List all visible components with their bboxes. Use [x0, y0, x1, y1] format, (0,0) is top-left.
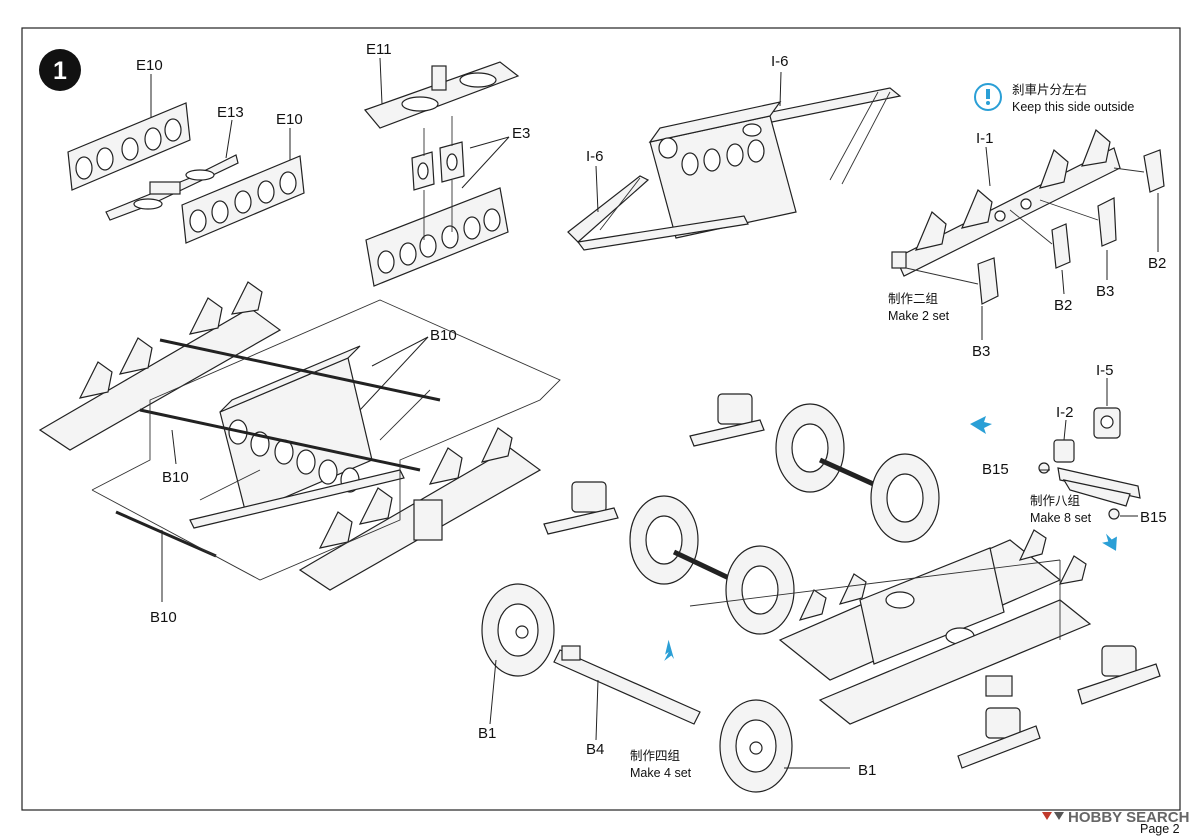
part-b4-axle — [553, 645, 701, 725]
footer-page-number: Page 2 — [1140, 822, 1180, 836]
i1-brake-subassembly: 刹車片分左右 Keep this side outside — [888, 82, 1166, 360]
label-e3: E3 — [512, 125, 530, 142]
label-i1: I-1 — [976, 130, 994, 147]
part-b3-shoe-right — [1097, 197, 1117, 247]
note-make2-en: Make 2 set — [888, 309, 950, 323]
part-i5 — [1093, 407, 1121, 439]
part-b2-shoe-right — [1143, 149, 1165, 193]
assembly-arrow — [664, 639, 675, 661]
part-frame-body-i — [648, 101, 797, 239]
note-make8-cn: 制作八组 — [1030, 493, 1080, 508]
part-i6-top — [740, 87, 902, 185]
part-e3-left — [411, 151, 435, 191]
part-i6-left — [567, 175, 749, 251]
axle-box-front-right — [957, 707, 1041, 769]
label-i2: I-2 — [1056, 404, 1074, 421]
note-keep-outside-en: Keep this side outside — [1012, 100, 1134, 114]
note-make4-cn: 制作四组 — [630, 748, 680, 763]
label-e11: E11 — [366, 41, 392, 58]
note-make4-en: Make 4 set — [630, 766, 692, 780]
label-i6-left: I-6 — [586, 148, 604, 165]
label-b10-mid: B10 — [162, 469, 189, 486]
label-i6-top: I-6 — [771, 53, 789, 70]
note-make8-en: Make 8 set — [1030, 511, 1092, 525]
leaf-spring-subassembly: I-5 I-2 B15 B15 制作八组 Make 8 set — [982, 362, 1167, 526]
label-i5: I-5 — [1096, 362, 1114, 379]
label-e13: E13 — [217, 104, 244, 121]
bogie-frame-assembly: B10 B10 B10 — [38, 281, 561, 626]
axle-box-rear-right — [1077, 645, 1161, 705]
info-icon — [974, 83, 1002, 111]
e10-e13-subassembly: E10 E13 E10 — [67, 57, 305, 244]
axle-box-left-upper — [689, 393, 765, 447]
part-i1-side-frame — [891, 128, 1121, 277]
assembly-arrow — [1102, 533, 1117, 551]
label-b3-left: B3 — [972, 343, 990, 360]
label-b15-right: B15 — [1140, 509, 1167, 526]
label-b2-right: B2 — [1148, 255, 1166, 272]
assembly-arrow — [970, 416, 992, 434]
part-e3-right — [439, 141, 465, 183]
part-e10-left — [67, 102, 191, 191]
part-b1-wheel-right — [719, 699, 793, 793]
part-leaf-spring — [1057, 467, 1141, 507]
part-e13 — [105, 154, 239, 221]
footer-watermark: HOBBY SEARCH — [1068, 809, 1189, 826]
label-b2-left: B2 — [1054, 297, 1072, 314]
label-b3-right: B3 — [1096, 283, 1114, 300]
axle-box-left-middle — [543, 481, 619, 535]
part-b15-right — [1108, 508, 1120, 520]
part-b15-left — [1038, 462, 1050, 474]
wheelset-middle — [629, 495, 795, 635]
step-number-badge: 1 — [39, 49, 81, 91]
part-b1-wheel-left — [481, 583, 555, 677]
label-b1-left: B1 — [478, 725, 496, 742]
label-b4: B4 — [586, 741, 604, 758]
note-keep-outside-cn: 刹車片分左右 — [1012, 82, 1087, 97]
i6-subassembly: I-6 I-6 — [567, 53, 902, 251]
part-e11 — [363, 61, 520, 129]
page-frame — [21, 27, 1181, 811]
label-e10-right: E10 — [276, 111, 303, 128]
step-number: 1 — [53, 57, 67, 85]
part-b2-shoe-left — [1051, 223, 1071, 269]
part-i2 — [1053, 439, 1075, 463]
completed-bogie — [689, 529, 1161, 769]
part-b10-rod-bottom — [115, 510, 217, 558]
hobby-search-logo-icon — [1042, 812, 1064, 820]
label-b10-top: B10 — [430, 327, 457, 344]
label-b15-left: B15 — [982, 461, 1009, 478]
wheelset-upper — [775, 403, 940, 543]
label-b1-right: B1 — [858, 762, 876, 779]
label-e10-left: E10 — [136, 57, 163, 74]
part-b3-shoe-left — [977, 257, 999, 305]
part-e10-right — [181, 155, 305, 244]
part-b10-rod-mid — [139, 408, 421, 472]
e11-e3-subassembly: E11 E3 — [363, 41, 530, 287]
part-b10-rod-top — [159, 338, 441, 402]
part-frame-body-e — [365, 187, 509, 287]
label-b10-bottom: B10 — [150, 609, 177, 626]
note-make2-cn: 制作二组 — [888, 291, 938, 306]
